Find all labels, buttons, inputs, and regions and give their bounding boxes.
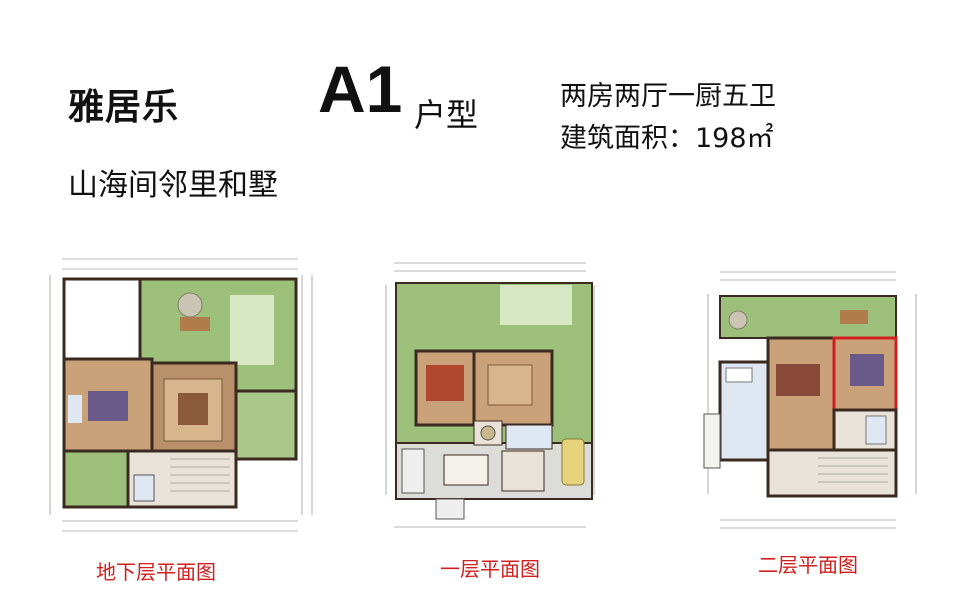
- model-code: A1: [318, 52, 403, 126]
- brand-name: 雅居乐: [68, 87, 180, 128]
- ground-floor-plan-label: 一层平面图: [440, 557, 540, 581]
- basement-floor-plan: [49, 258, 313, 532]
- project-name: 山海间邻里和墅: [68, 168, 278, 203]
- basement-plan-label: 地下层平面图: [96, 560, 216, 584]
- model-suffix: 户型: [414, 96, 479, 134]
- ground-floor-plan: [385, 262, 595, 528]
- second-floor-plan-label: 二层平面图: [758, 553, 858, 577]
- room-layout: 两房两厅一厨五卫: [560, 81, 776, 112]
- second-floor-plan: [703, 271, 917, 529]
- floor-area: 建筑面积：198㎡: [560, 123, 774, 154]
